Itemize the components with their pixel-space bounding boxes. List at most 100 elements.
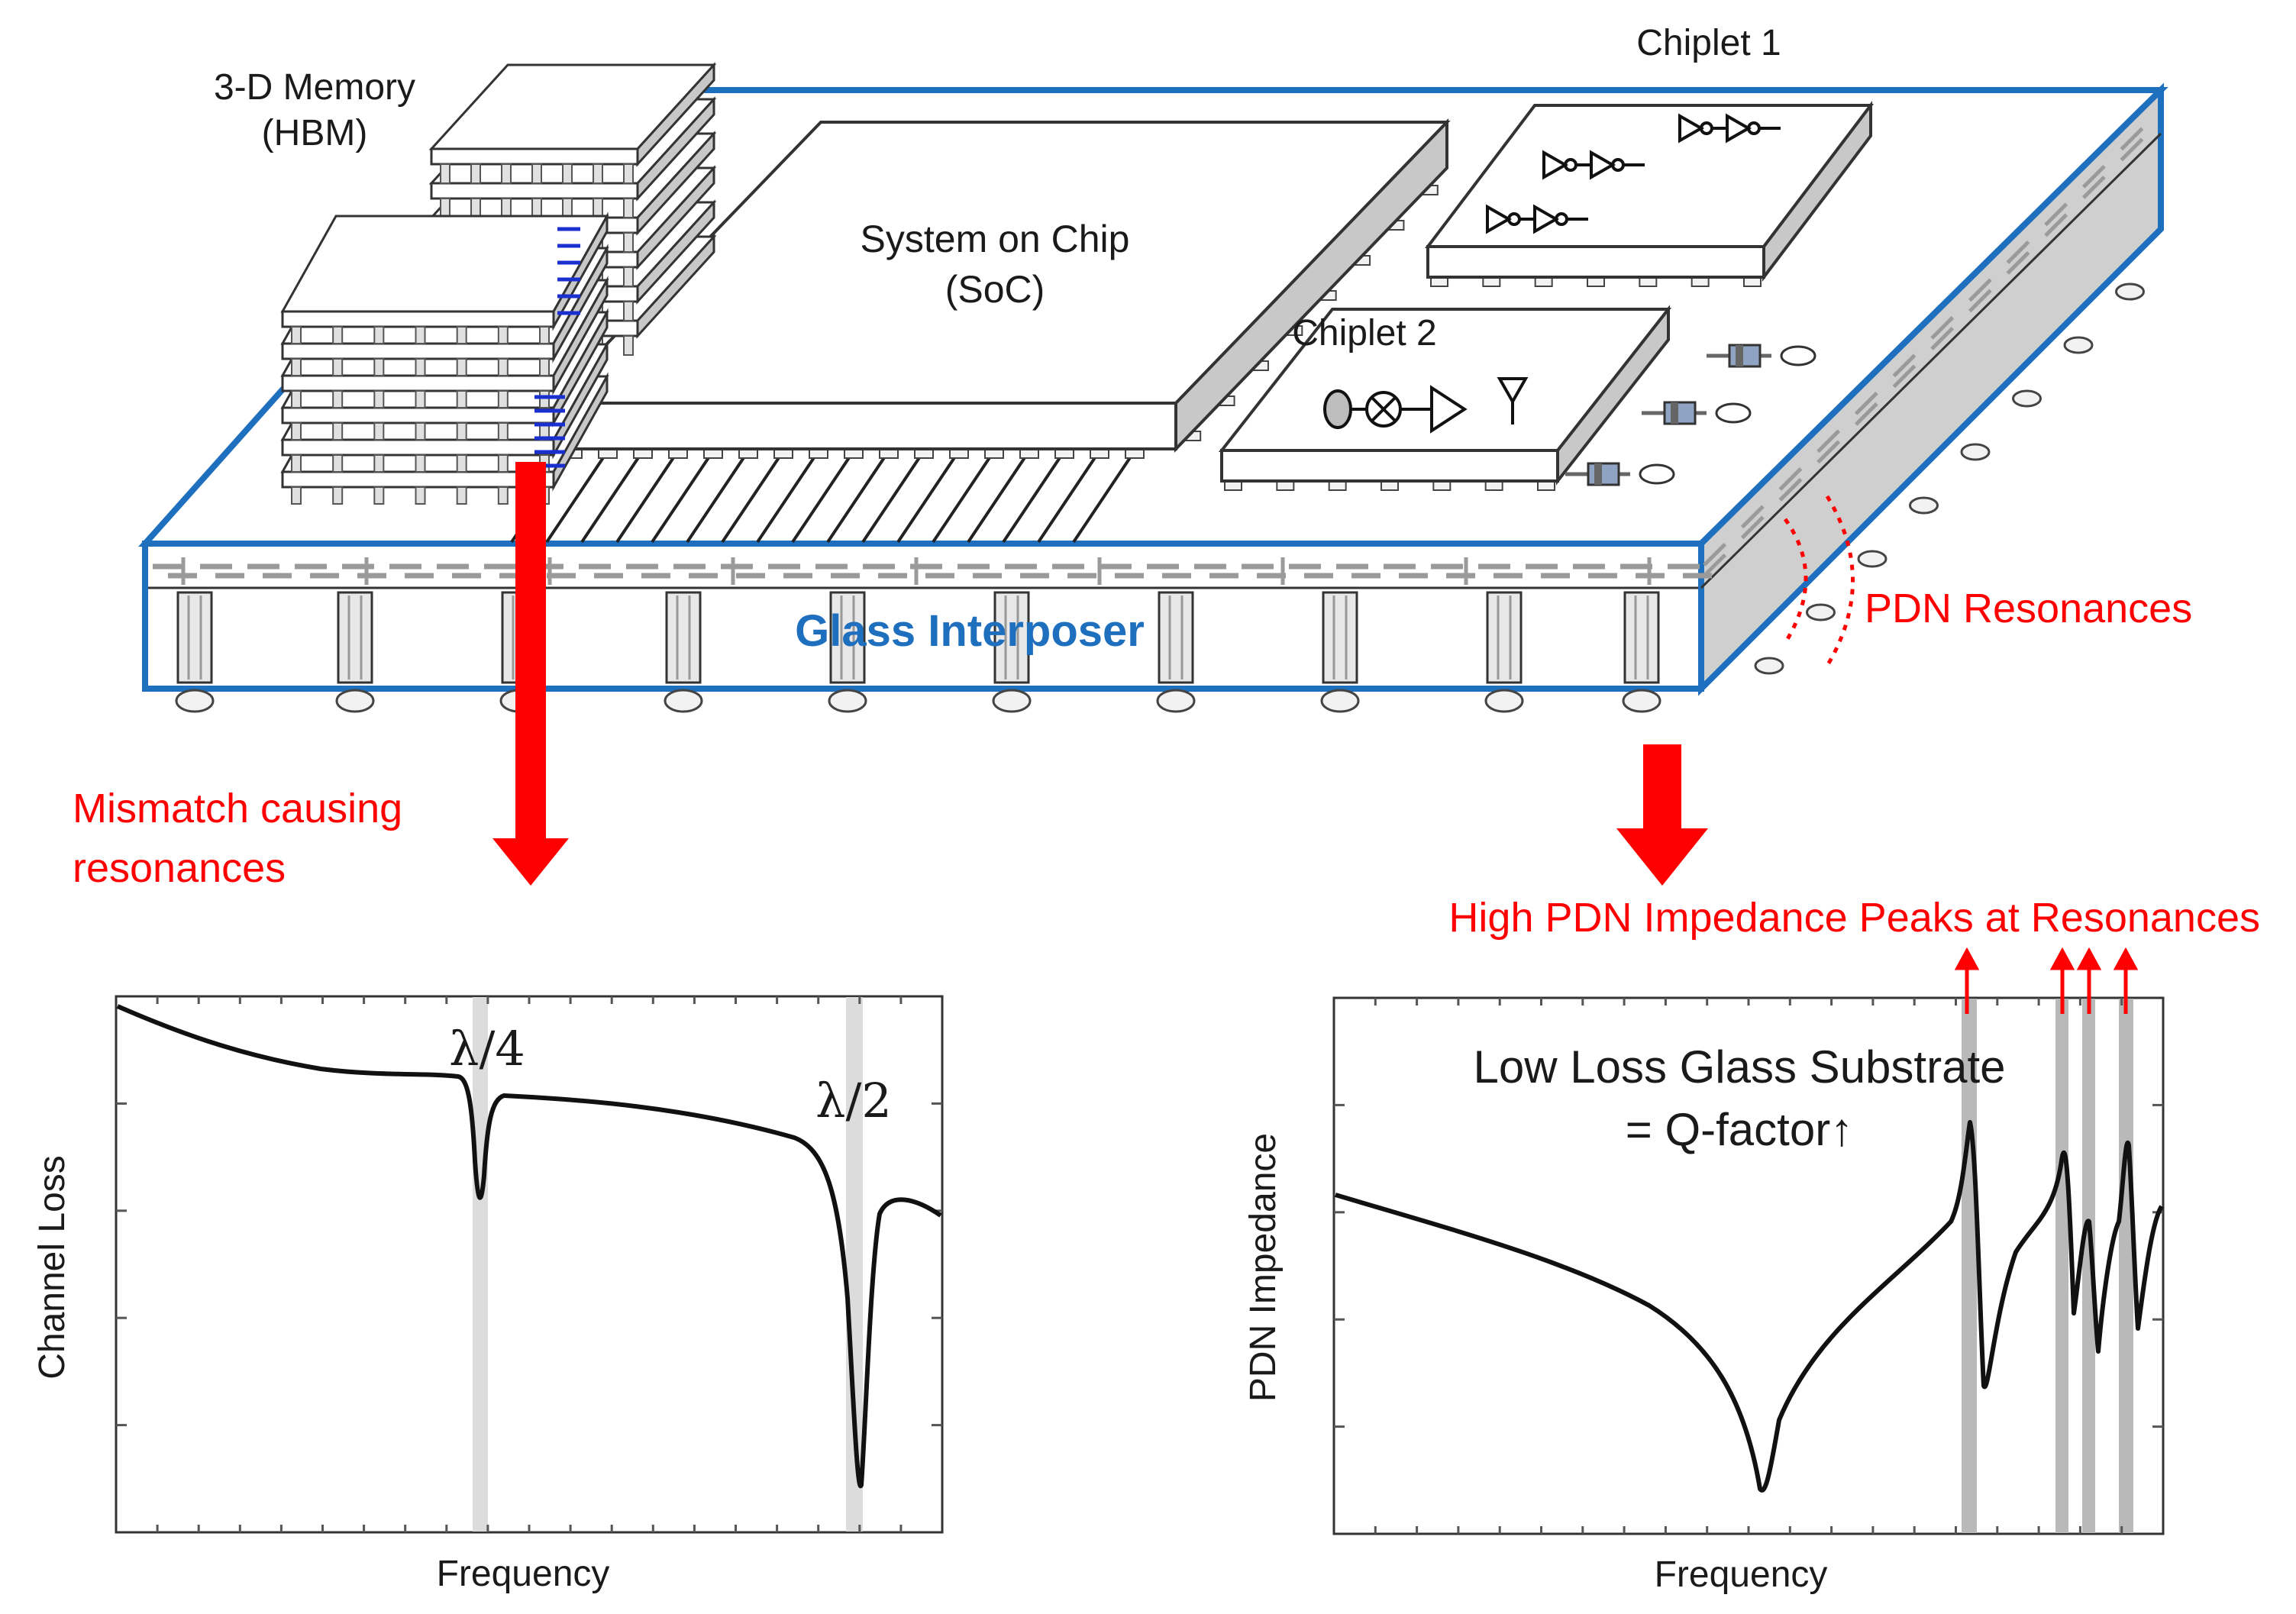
tsv-bump <box>291 422 302 441</box>
trace <box>861 455 922 544</box>
tsv-bump <box>373 358 385 376</box>
trace <box>721 455 781 544</box>
side-dash <box>1854 402 1878 426</box>
inverter-icon <box>1486 204 1513 234</box>
memory-die-front <box>281 406 555 424</box>
tgv <box>1623 591 1660 684</box>
lambda4-band <box>473 997 488 1532</box>
through-glass-vias <box>175 591 1661 713</box>
antenna-icon <box>1497 377 1529 424</box>
tsv-bump <box>562 198 573 218</box>
pdn-impedance-plot: Low Loss Glass Substrate = Q-factor↑ Fre… <box>1243 947 2165 1595</box>
tsv-bump <box>497 326 509 344</box>
glass-note-line2: = Q-factor↑ <box>1626 1104 1853 1155</box>
tsv-bump <box>415 358 426 376</box>
channel-loss-plot: λ/4 λ/2 Frequency Channel Loss <box>32 995 944 1594</box>
tsv-bump <box>497 454 509 473</box>
arrow-down-right <box>1616 744 1708 886</box>
trace <box>686 455 746 544</box>
tsv-bump <box>497 390 509 408</box>
soc-label-line2: (SoC) <box>945 268 1045 311</box>
rdl-boundary-side <box>1700 132 2162 589</box>
solder-ball <box>335 689 375 713</box>
inverter-symbols <box>1486 113 1781 234</box>
tsv-bump <box>623 198 634 218</box>
right-plot-ticks <box>1334 998 2163 1534</box>
mismatch-label-line1: Mismatch causing <box>73 786 402 831</box>
tsv-bump <box>539 390 550 408</box>
memory-die-front <box>430 147 639 166</box>
tsv-bump <box>456 326 467 344</box>
trace <box>615 455 676 544</box>
inverter-icon <box>1542 150 1569 180</box>
tsv-bump <box>623 335 634 356</box>
side-dash <box>2044 202 2068 227</box>
tsv-bump <box>373 390 385 408</box>
tsv-bump <box>501 198 512 218</box>
solder-ball <box>1909 496 1939 515</box>
side-dash <box>1968 289 1992 313</box>
side-dash <box>1703 554 1727 577</box>
solder-ball <box>1622 689 1661 713</box>
tgv <box>1158 591 1194 684</box>
via-pad <box>1715 402 1752 424</box>
tsv-bump <box>562 163 573 184</box>
solder-ball <box>828 689 867 713</box>
tgv <box>337 591 373 684</box>
chiplet-1 <box>1424 101 1875 287</box>
side-dash <box>2044 213 2068 237</box>
trace <box>545 455 605 544</box>
tsv-bump <box>291 486 302 505</box>
tsv-bump <box>415 326 426 344</box>
tsv-bump <box>456 358 467 376</box>
side-dash <box>1703 543 1727 567</box>
inverter-icon <box>1590 150 1616 180</box>
inverter-icon <box>1533 204 1560 234</box>
pdn-peaks-label: High PDN Impedance Peaks at Resonances <box>1448 895 2260 941</box>
tsv-bump <box>373 422 385 441</box>
soc-die <box>510 118 1451 544</box>
solder-ball <box>1320 689 1360 713</box>
peak-arrows <box>1954 947 2139 1014</box>
amplifier-icon <box>1430 385 1468 434</box>
mismatch-label-line2: resonances <box>73 845 286 891</box>
trace <box>967 455 1027 544</box>
tsv-bump <box>332 422 344 441</box>
solder-ball <box>664 689 703 713</box>
capacitor-terminal <box>1671 402 1678 424</box>
tsv-bump <box>415 454 426 473</box>
memory-die-front <box>281 470 555 489</box>
tsv-bump <box>623 301 634 321</box>
side-dash <box>2120 137 2144 162</box>
tsv-bump <box>497 358 509 376</box>
solder-ball <box>1156 689 1196 713</box>
tsv-bump <box>456 422 467 441</box>
capacitor-terminal <box>1594 463 1602 485</box>
tsv-bump <box>332 390 344 408</box>
tgv <box>1486 591 1523 684</box>
memory-die-front <box>430 182 639 200</box>
chiplet1-label: Chiplet 1 <box>1636 23 1781 63</box>
tsv-bump <box>470 163 481 184</box>
tsv-bump <box>456 454 467 473</box>
left-ylabel: Channel Loss <box>32 1155 73 1380</box>
solder-ball <box>175 689 215 713</box>
trace <box>651 455 711 544</box>
tsv-bump <box>470 198 481 218</box>
side-dash <box>2006 240 2030 264</box>
trace <box>932 455 992 544</box>
memory-label-line2: (HBM) <box>262 113 368 153</box>
solder-ball <box>1960 443 1991 461</box>
side-dash <box>2120 127 2144 151</box>
solder-ball <box>992 689 1032 713</box>
side-dash <box>1816 440 1841 464</box>
channel-loss-curve <box>116 1004 942 1489</box>
memory-die-front <box>281 374 555 392</box>
capacitor <box>1728 344 1762 368</box>
tsv-bump <box>332 358 344 376</box>
trace <box>791 455 851 544</box>
trace <box>1002 455 1062 544</box>
via-pad <box>1639 463 1675 485</box>
glass-note-line1: Low Loss Glass Substrate <box>1473 1041 2005 1093</box>
